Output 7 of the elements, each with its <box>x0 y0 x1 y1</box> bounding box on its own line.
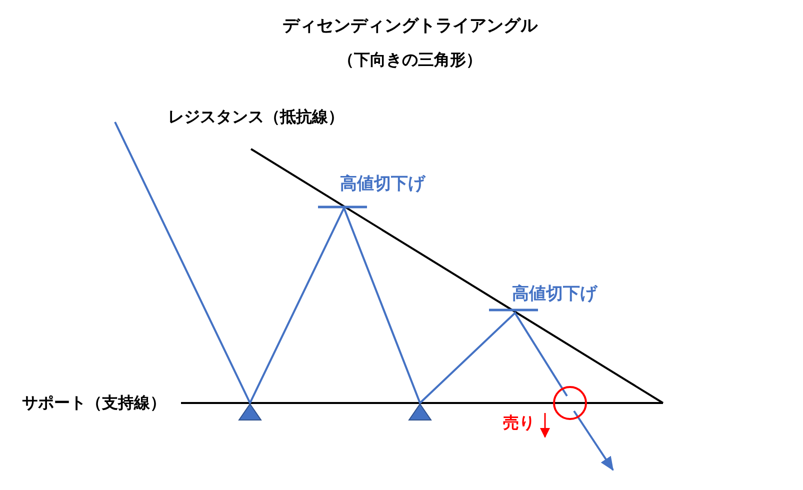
line-label: サポート（支持線） <box>22 394 166 412</box>
peak-label: 高値切下げ <box>340 175 425 195</box>
title: ディセンディングトライアングル <box>282 17 538 37</box>
sell-label: 売り <box>503 414 535 432</box>
line-label: レジスタンス（抵抗線） <box>168 108 344 126</box>
subtitle: （下向きの三角形） <box>338 50 482 70</box>
peak-label: 高値切下げ <box>512 285 597 305</box>
